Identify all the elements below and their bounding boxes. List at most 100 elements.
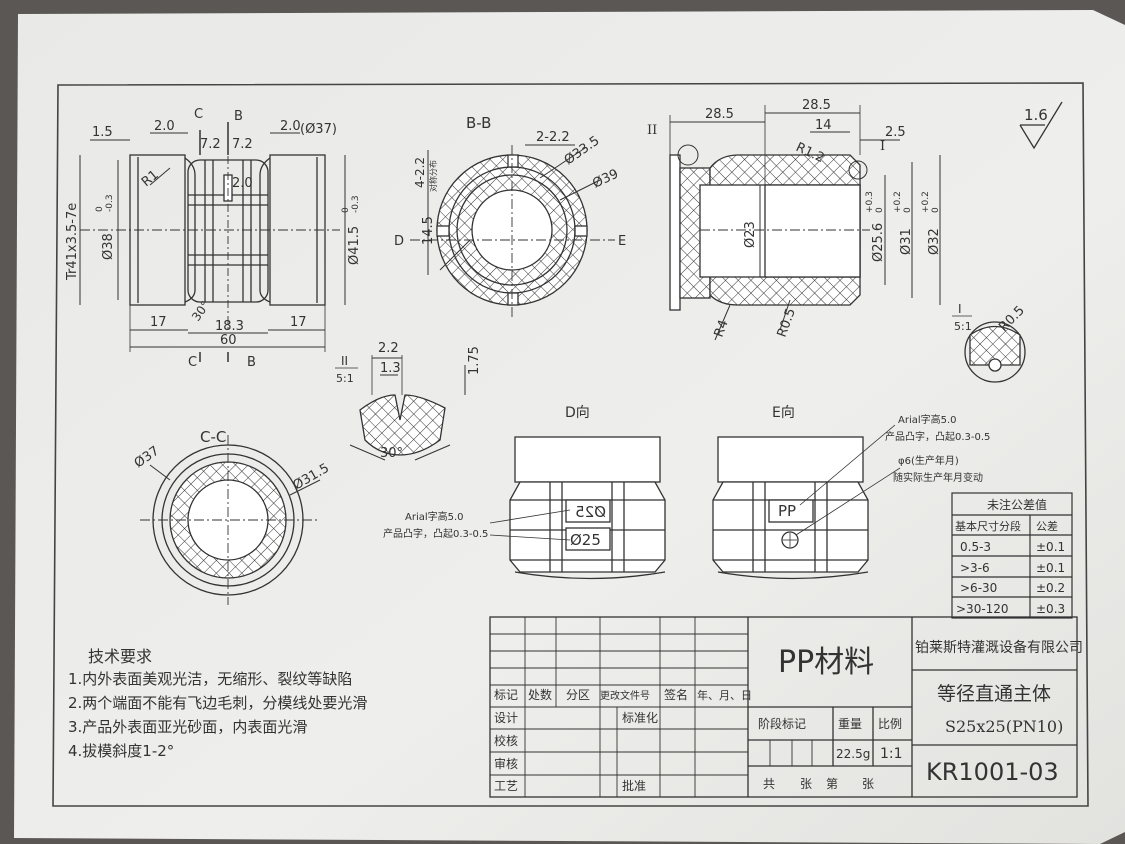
dim-28-5-b: 28.5 xyxy=(802,98,831,113)
e-mark: PP xyxy=(778,502,796,520)
dim-d31-up: +0.2 xyxy=(893,191,903,213)
section-view xyxy=(669,105,941,341)
part-name: 等径直通主体 xyxy=(937,683,1051,705)
detail-ii-label: II xyxy=(341,354,348,368)
main-view xyxy=(79,122,346,362)
e-note-emboss: 产品凸字，凸起0.3-0.5 xyxy=(885,430,990,443)
e-note-date-desc: 随实际生产年月变动 xyxy=(893,471,983,484)
dim-2-0-a: 2.0 xyxy=(154,119,175,134)
tech-req-4: 4.拔模斜度1-2° xyxy=(68,742,174,760)
tolerance-range-2: >3-6 xyxy=(960,561,990,575)
section-c-top: C xyxy=(194,107,203,122)
d-view: D向 Ø25 Ø25 Arial字高5.0 产品凸字，凸起0.3-0.5 xyxy=(383,405,666,580)
dim-14-5: 14.5 xyxy=(421,216,436,245)
section-b-bottom: B xyxy=(247,355,256,370)
e-note-date: φ6(生产年月) xyxy=(898,454,959,467)
detail-ref-ii: II xyxy=(647,123,657,138)
main-view-labels: 1.5 2.0 7.2 7.2 2.0 (Ø37) 2.0 R1 Tr41x3.… xyxy=(65,107,362,370)
dim-d25-6: Ø25.6 xyxy=(871,223,886,262)
dim-2-2-2: 2-2.2 xyxy=(536,130,570,145)
section-view-labels: 28.5 28.5 14 2.5 R1.2 II I Ø23 Ø25.6 +0.… xyxy=(647,98,942,339)
weight-value: 22.5g xyxy=(836,747,870,761)
material: PP材料 xyxy=(778,645,874,680)
tolerance-table xyxy=(951,492,1073,619)
dim-18-3: 18.3 xyxy=(215,319,244,334)
sheets-total: 共 xyxy=(763,777,775,791)
dim-d25-6-up: +0.3 xyxy=(865,191,875,213)
dim-ii-30deg: 30° xyxy=(380,446,403,461)
bb-view-labels: B-B 2-2.2 Ø33.5 Ø39 4-2.2 对称分布 14.5 D E xyxy=(394,114,626,249)
weight-label: 重量 xyxy=(838,717,862,731)
bb-title: B-B xyxy=(466,114,491,132)
dim-2-0-c: 2.0 xyxy=(232,176,253,191)
dim-60: 60 xyxy=(220,333,237,348)
scale-value: 1:1 xyxy=(880,746,903,762)
section-c-bottom: C xyxy=(188,355,197,370)
rev-header-mark: 标记 xyxy=(494,688,518,702)
d-mark: Ø25 xyxy=(570,531,601,549)
sheets-unit-b: 张 xyxy=(862,777,874,791)
rev-header-date: 年、月、日 xyxy=(697,688,752,702)
dim-7-2-a: 7.2 xyxy=(200,137,221,152)
approve-label: 批准 xyxy=(622,778,646,793)
tech-req-3: 3.产品外表面亚光砂面，内表面光滑 xyxy=(68,718,307,736)
detail-i-label: I xyxy=(958,302,962,316)
dim-d38-lo: -0.3 xyxy=(105,194,115,212)
dim-14: 14 xyxy=(815,118,832,133)
dim-17-a: 17 xyxy=(150,315,167,330)
surface-roughness: 1.6 xyxy=(1019,101,1063,150)
d-note-font: Arial字高5.0 xyxy=(405,510,464,523)
stage-mark-label: 阶段标记 xyxy=(758,716,806,731)
sign-process: 工艺 xyxy=(494,779,518,793)
dim-ii-1-75: 1.75 xyxy=(467,346,482,375)
section-b-top: B xyxy=(234,109,243,124)
dim-1-5: 1.5 xyxy=(92,125,113,140)
company-name: 铂莱斯特灌溉设备有限公司 xyxy=(915,639,1083,656)
dim-d23: Ø23 xyxy=(743,221,758,248)
tech-requirements: 技术要求 1.内外表面美观光洁，无缩形、裂纹等缺陷 2.两个端面不能有飞边毛刺，… xyxy=(68,647,367,760)
rev-header-count: 处数 xyxy=(528,687,552,702)
tech-req-title: 技术要求 xyxy=(88,647,152,666)
sheets-no: 第 xyxy=(826,777,838,791)
dim-7-2-b: 7.2 xyxy=(232,137,253,152)
dim-d41-lo: -0.3 xyxy=(351,195,361,213)
dim-17-b: 17 xyxy=(290,315,307,330)
rev-header-sign: 签名 xyxy=(664,687,688,702)
sign-design: 设计 xyxy=(494,711,518,725)
bb-view xyxy=(410,144,615,318)
standardize-label: 标准化 xyxy=(622,711,658,725)
tech-req-2: 2.两个端面不能有飞边毛刺，分模线处要光滑 xyxy=(68,694,367,712)
dim-r4: R4 xyxy=(712,318,732,339)
title-block-text: 标记 处数 分区 更改文件号 签名 年、月、日 设计 校核 审核 工艺 标准化 … xyxy=(494,639,1083,793)
e-view-title: E向 xyxy=(772,405,795,421)
tolerance-range-3: >6-30 xyxy=(960,581,997,595)
dim-d32: Ø32 xyxy=(927,228,942,255)
dim-d41-5: Ø41.5 xyxy=(347,226,362,265)
tolerance-header-range: 基本尺寸分段 xyxy=(955,519,1021,533)
tolerance-range-1: 0.5-3 xyxy=(960,540,991,554)
dim-d38: Ø38 xyxy=(101,233,116,260)
detail-ii: II 5:1 2.2 1.3 1.75 30° xyxy=(335,341,482,461)
dim-d32-lo: 0 xyxy=(931,207,941,213)
d-mark-mirrored: Ø25 xyxy=(575,503,606,521)
dim-d37: (Ø37) xyxy=(300,122,337,137)
sign-check: 校核 xyxy=(494,733,518,748)
tolerance-value-4: ±0.3 xyxy=(1036,602,1065,616)
dim-2-0-b: 2.0 xyxy=(280,119,301,134)
dim-sym: 对称分布 xyxy=(428,160,438,192)
dim-2-5: 2.5 xyxy=(885,125,906,140)
tolerance-title: 未注公差值 xyxy=(987,497,1047,512)
tolerance-header-tol: 公差 xyxy=(1036,519,1058,533)
dim-d32-up: +0.2 xyxy=(921,191,931,213)
dim-d31: Ø31 xyxy=(899,228,914,255)
sheets-unit-a: 张 xyxy=(800,777,812,791)
rev-header-doc: 更改文件号 xyxy=(600,689,650,702)
e-view: E向 PP Arial字高5.0 产品凸字，凸起0.3-0.5 φ6(生产年月)… xyxy=(712,405,990,580)
dim-d41-up: 0 xyxy=(341,207,351,213)
drawing-border xyxy=(52,82,1089,807)
dim-thread: Tr41x3.5-7e xyxy=(65,203,80,281)
sign-review: 审核 xyxy=(494,756,518,771)
dim-ii-2-2: 2.2 xyxy=(378,341,399,356)
dim-4-2-2: 4-2.2 xyxy=(413,157,427,188)
